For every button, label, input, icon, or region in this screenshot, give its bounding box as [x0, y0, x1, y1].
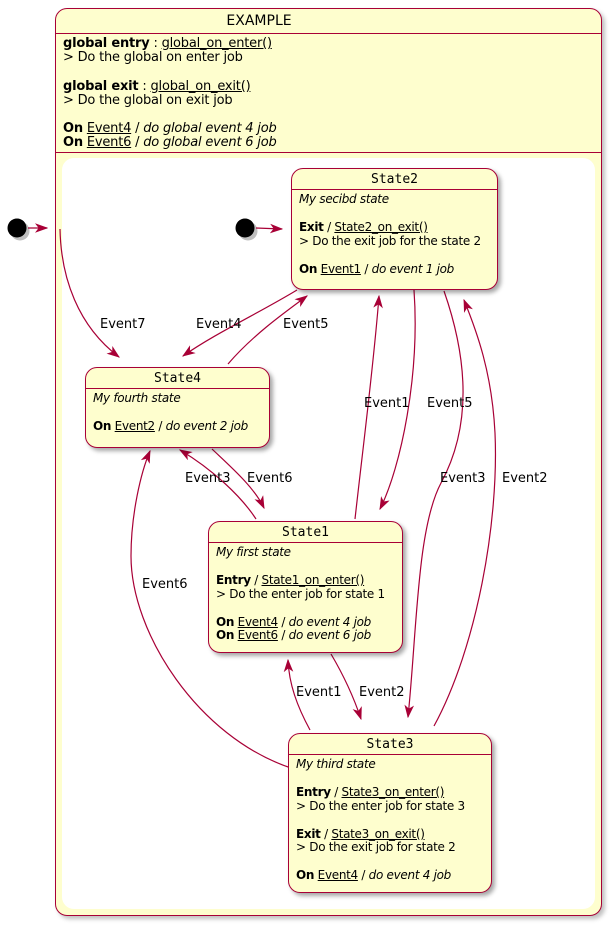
edge-event1-state3-state1: [283, 658, 311, 731]
initial-state-dot-inner: [235, 218, 258, 241]
transition-label-event6: Event6: [247, 471, 293, 486]
composite-state-title: EXAMPLE: [226, 13, 292, 29]
state-state1: State1 My first state Entry / State1_on_…: [208, 521, 403, 653]
edge-event4-state2-state4: [182, 289, 298, 357]
edge-event3-state2-state3: [404, 290, 464, 719]
edge-event6-state3-state4: [130, 449, 292, 769]
state3-body: My third state Entry / State3_on_enter()…: [296, 757, 465, 883]
edge-event7-example-state4: [59, 228, 120, 358]
state-state4: State4 My fourth state On Event2 / do ev…: [85, 367, 270, 448]
state1-title: State1: [209, 522, 402, 543]
transition-label-event7: Event7: [100, 317, 146, 332]
state2-body: My secibd state Exit / State2_on_exit()>…: [299, 192, 481, 276]
state2-title: State2: [292, 169, 497, 190]
state1-body: My first state Entry / State1_on_enter()…: [216, 545, 385, 643]
edge-initial-to-state2: [255, 223, 284, 234]
transition-label-event3: Event3: [185, 471, 231, 486]
transition-label-event2: Event2: [502, 471, 548, 486]
transition-label-event2-b: Event2: [359, 685, 405, 700]
transition-label-event3-b: Event3: [440, 471, 486, 486]
edge-event6-state4-state1: [211, 448, 265, 510]
edge-event3-state1-state4: [178, 449, 257, 520]
transition-label-event5-b: Event5: [427, 396, 473, 411]
state-state2: State2 My secibd state Exit / State2_on_…: [291, 168, 498, 290]
edge-event5-state4-state2: [227, 295, 308, 365]
edge-event5-state2-state1: [379, 289, 416, 511]
transition-label-event1: Event1: [364, 396, 410, 411]
state4-title: State4: [86, 368, 269, 389]
note-separator-line: [56, 152, 601, 153]
state-state3: State3 My third state Entry / State3_on_…: [288, 733, 492, 893]
edge-event2-state1-state3: [330, 653, 362, 721]
transition-label-event4: Event4: [196, 317, 242, 332]
state3-title: State3: [289, 734, 491, 755]
transition-label-event6-b: Event6: [142, 577, 188, 592]
edge-event1-state1-state2: [354, 294, 383, 520]
global-entry-exit-note: global entry : global_on_enter()> Do the…: [63, 36, 277, 151]
transition-label-event1-b: Event1: [296, 685, 342, 700]
state4-body: My fourth state On Event2 / do event 2 j…: [93, 391, 248, 433]
transition-label-event5: Event5: [283, 317, 329, 332]
edge-event2-state3-state2: [433, 298, 497, 727]
title-separator-line: [56, 33, 601, 34]
initial-state-dot-outer: [7, 218, 30, 241]
